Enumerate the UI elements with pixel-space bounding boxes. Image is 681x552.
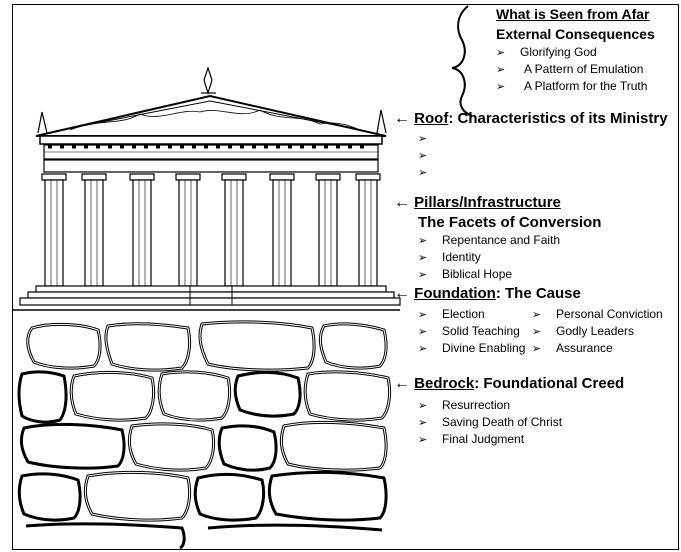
afar-subtitle: External Consequences xyxy=(496,26,655,42)
bullet-arrow-icon: ➢ xyxy=(418,167,428,179)
foundation-subtitle: : The Cause xyxy=(495,285,581,302)
foundation-list-left: ➢Election ➢Solid Teaching ➢Divine Enabli… xyxy=(418,306,532,357)
list-item: ➢Repentance and Faith xyxy=(418,232,601,249)
bedrock-section: ← Bedrock: Foundational Creed ➢Resurrect… xyxy=(394,375,624,448)
bullet-arrow-icon: ➢ xyxy=(532,326,542,338)
diagram-frame xyxy=(12,4,679,550)
foundation-title: Foundation xyxy=(414,285,496,302)
bullet-arrow-icon: ➢ xyxy=(418,150,428,162)
columns xyxy=(41,173,381,287)
list-item: ➢Final Judgment xyxy=(418,431,624,448)
left-arrow-icon: ← xyxy=(394,194,410,211)
brace-icon xyxy=(451,5,473,117)
bullet-arrow-icon: ➢ xyxy=(418,326,428,338)
bullet-arrow-icon: ➢ xyxy=(496,64,506,76)
pediment xyxy=(35,94,387,137)
column-flutes xyxy=(50,180,372,286)
left-arrow-icon: ← xyxy=(394,375,410,392)
pillars-list: ➢Repentance and Faith ➢Identity ➢Biblica… xyxy=(418,232,601,283)
left-arrow-icon: ← xyxy=(394,285,410,302)
list-item: ➢Glorifying God xyxy=(496,44,655,61)
bullet-arrow-icon: ➢ xyxy=(418,343,428,355)
bullet-arrow-icon: ➢ xyxy=(418,235,428,247)
foundation-columns: ➢Election ➢Solid Teaching ➢Divine Enabli… xyxy=(418,306,663,357)
bullet-arrow-icon: ➢ xyxy=(496,81,506,93)
bullet-arrow-icon: ➢ xyxy=(418,434,428,446)
bullet-arrow-icon: ➢ xyxy=(418,252,428,264)
list-item: ➢Godly Leaders xyxy=(532,323,663,340)
list-item: ➢ xyxy=(418,130,668,147)
bullet-arrow-icon: ➢ xyxy=(496,47,506,59)
list-item: ➢ xyxy=(418,164,668,181)
list-item: ➢Biblical Hope xyxy=(418,266,601,283)
list-item: ➢Resurrection xyxy=(418,397,624,414)
list-item: ➢A Pattern of Emulation xyxy=(496,61,655,78)
bullet-arrow-icon: ➢ xyxy=(418,133,428,145)
list-item: ➢Assurance xyxy=(532,340,663,357)
roof-ornament-icon xyxy=(37,66,387,134)
bedrock-title: Bedrock xyxy=(414,375,475,392)
bullet-arrow-icon: ➢ xyxy=(532,343,542,355)
bedrock-subtitle: : Foundational Creed xyxy=(474,375,625,392)
roof-list: ➢ ➢ ➢ xyxy=(418,130,668,181)
bullet-arrow-icon: ➢ xyxy=(418,269,428,281)
bullet-arrow-icon: ➢ xyxy=(532,309,542,321)
list-item: ➢Election xyxy=(418,306,532,323)
entablature xyxy=(39,135,383,173)
roof-subtitle: : Characteristics of its Ministry xyxy=(448,110,668,127)
afar-list: ➢Glorifying God ➢A Pattern of Emulation … xyxy=(496,44,655,95)
list-item: ➢Divine Enabling xyxy=(418,340,532,357)
roof-section: ← Roof: Characteristics of its Ministry … xyxy=(394,110,668,181)
temple-steps xyxy=(19,285,401,306)
pillars-title: Pillars/Infrastructure xyxy=(414,194,561,211)
list-item: ➢Saving Death of Christ xyxy=(418,414,624,431)
list-item: ➢Solid Teaching xyxy=(418,323,532,340)
list-item: ➢Identity xyxy=(418,249,601,266)
foundation-section: ← Foundation: The Cause ➢Election ➢Solid… xyxy=(394,285,663,357)
bedrock-list: ➢Resurrection ➢Saving Death of Christ ➢F… xyxy=(418,397,624,448)
afar-section: What is Seen from Afar External Conseque… xyxy=(496,6,655,95)
foundation-list-right: ➢Personal Conviction ➢Godly Leaders ➢Ass… xyxy=(532,306,663,357)
pillars-section: ← Pillars/Infrastructure The Facets of C… xyxy=(394,194,601,283)
list-item: ➢A Platform for the Truth xyxy=(496,78,655,95)
bullet-arrow-icon: ➢ xyxy=(418,417,428,429)
list-item: ➢Personal Conviction xyxy=(532,306,663,323)
left-arrow-icon: ← xyxy=(394,110,410,127)
bullet-arrow-icon: ➢ xyxy=(418,309,428,321)
afar-title: What is Seen from Afar xyxy=(496,6,650,22)
list-item: ➢ xyxy=(418,147,668,164)
bedrock-stones xyxy=(17,320,392,550)
bullet-arrow-icon: ➢ xyxy=(418,400,428,412)
roof-title: Roof xyxy=(414,110,449,127)
pillars-subtitle: The Facets of Conversion xyxy=(418,214,602,231)
